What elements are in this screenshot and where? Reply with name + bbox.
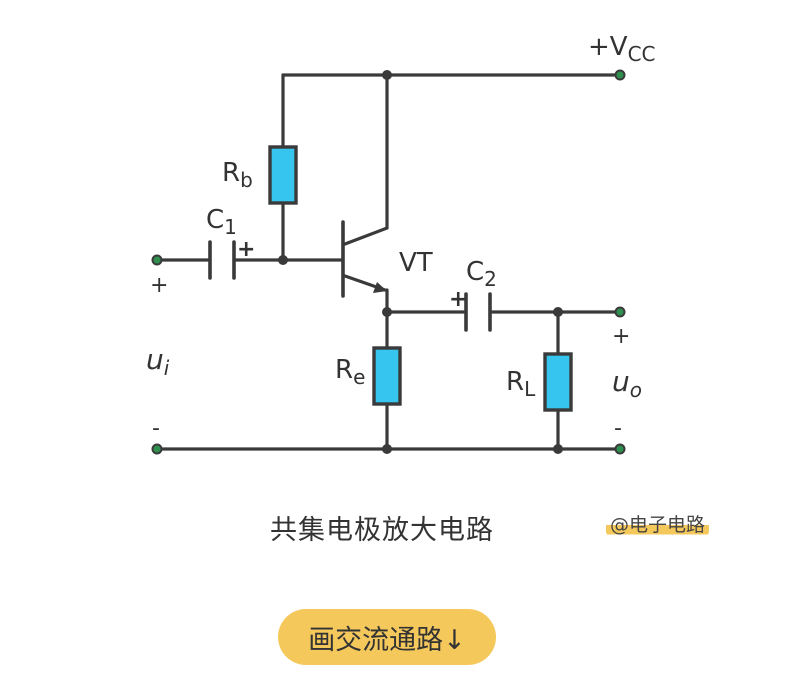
emitter-arrow xyxy=(373,282,387,293)
junction-node xyxy=(553,307,563,317)
label-c2: C2 xyxy=(466,257,497,291)
wire-collector-diag xyxy=(343,226,389,246)
capacitor-c1 xyxy=(208,240,236,280)
terminal-input-plus xyxy=(151,254,163,266)
junction-node xyxy=(382,307,392,317)
diagram-caption: 共集电极放大电路 xyxy=(270,515,494,546)
label-uo: uo xyxy=(612,365,642,402)
terminal-vcc xyxy=(614,69,626,81)
label-vt: VT xyxy=(399,248,433,278)
resistor-re xyxy=(372,346,402,406)
output-plus-sign: + xyxy=(612,324,630,349)
watermark: @电子电路 xyxy=(606,510,710,537)
label-ui: ui xyxy=(146,343,170,380)
label-rb: Rb xyxy=(222,158,253,192)
terminal-input-minus xyxy=(151,443,163,455)
label-re: Re xyxy=(335,355,365,389)
capacitor-c2 xyxy=(464,292,492,332)
output-minus-sign: - xyxy=(614,416,622,441)
terminal-output-plus xyxy=(614,306,626,318)
terminal-output-minus xyxy=(614,443,626,455)
junction-node xyxy=(553,444,563,454)
c1-polarity-mark: + xyxy=(237,237,255,262)
junction-node xyxy=(382,444,392,454)
c2-polarity-mark: + xyxy=(449,287,467,312)
input-plus-sign: + xyxy=(150,273,168,298)
label-rl: RL xyxy=(506,367,536,401)
ac-path-button[interactable]: 画交流通路↓ xyxy=(278,609,496,665)
label-vcc: +VCC xyxy=(588,32,656,66)
junction-node xyxy=(278,255,288,265)
label-c1: C1 xyxy=(206,205,237,239)
input-minus-sign: - xyxy=(152,416,160,441)
junction-node xyxy=(382,70,392,80)
resistor-rb xyxy=(268,145,298,205)
resistor-rl xyxy=(543,352,573,412)
